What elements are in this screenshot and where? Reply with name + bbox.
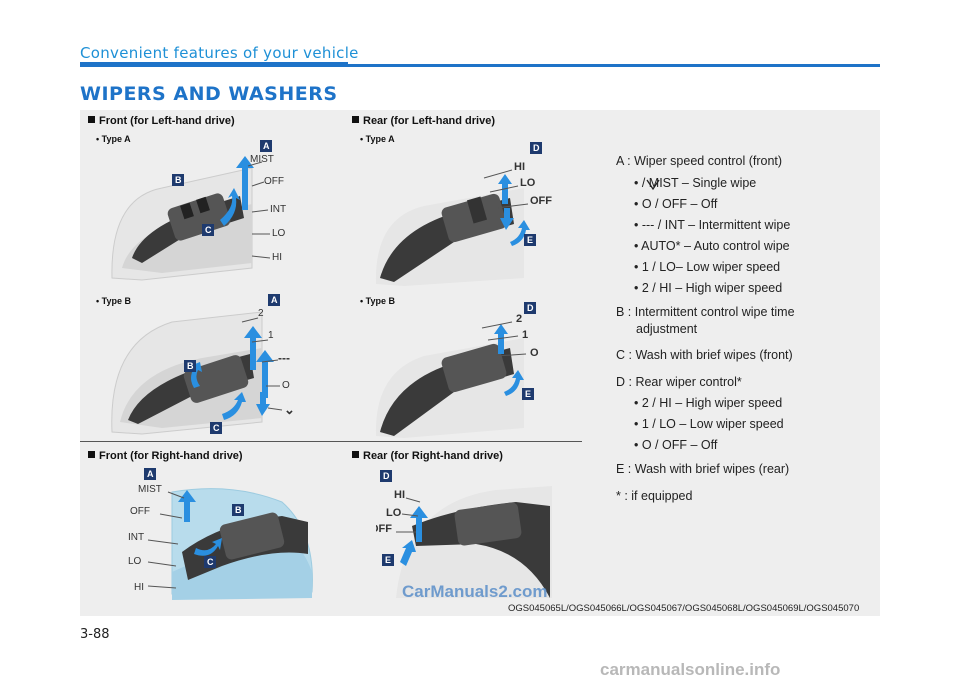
legend-b-title-cont: adjustment [636,322,698,336]
watermark-footer: carmanualsonline.info [600,660,781,679]
badge-d [380,470,392,482]
legend-a-item-int: • --- / INT – Intermittent wipe [634,218,791,232]
callout-int: INT [128,532,144,543]
callout-off: OFF [130,506,150,517]
callout-dashes: --- [278,351,290,365]
page-title: WIPERS AND WASHERS [80,83,338,105]
callout-hi: HI [134,582,144,593]
legend-a-item-mist: • / MIST – Single wipe [634,176,757,191]
badge-a [268,294,280,306]
legend-d-item-off: • O / OFF – Off [634,438,718,452]
figure-rear-rhd: HI LO OFF D E [376,462,576,602]
legend-d-item-lo: • 1 / LO – Low wiper speed [634,417,784,431]
callout-hi: HI [514,161,525,173]
callout-mist-symbol: ⌄ [284,402,295,417]
callout-2: 2 [516,313,522,325]
callout-hi: HI [394,489,405,501]
heading-front-lhd: Front (for Left-hand drive) [88,115,235,127]
bullet-square-icon [88,116,95,123]
bullet-square-icon [352,451,359,458]
legend-a-title: A : Wiper speed control (front) [616,154,783,168]
callout-2: 2 [258,308,264,319]
callout-hi: HI [272,252,282,263]
callout-lo: LO [520,177,536,189]
section-header: Convenient features of your vehicle [80,44,359,62]
heading-front-rhd: Front (for Right-hand drive) [88,450,243,462]
callout-mist: MIST [250,154,274,165]
figure-rear-lhd-type-b: 2 1 O D E [374,292,574,438]
badge-letter: B [175,175,182,185]
heading-rear-rhd: Rear (for Right-hand drive) [352,450,503,462]
badge-letter: C [207,557,214,567]
badge-letter: E [385,555,391,565]
legend-e-title: E : Wash with brief wipes (rear) [616,462,790,476]
badge-letter: D [527,303,534,313]
badge-e [522,388,534,400]
page-number: 3-88 [80,627,110,642]
badge-e [524,234,536,246]
callout-off: OFF [376,523,392,535]
section-rule-accent [80,62,348,67]
badge-c [204,556,216,568]
type-a-label-front: • Type A [96,134,131,144]
bullet-square-icon [88,451,95,458]
badge-c [202,224,214,236]
badge-letter: E [527,235,533,245]
callout-o: O [530,347,539,359]
legend-a-item-auto: • AUTO* – Auto control wipe [634,239,790,253]
callout-lo: LO [128,556,142,567]
badge-letter: D [533,143,540,153]
type-a-label-rear: • Type A [360,134,395,144]
badge-b [172,174,184,186]
callout-off: OFF [530,195,552,207]
callout-lo: LO [272,228,286,239]
legend-a-item-hi: • 2 / HI – High wiper speed [634,281,783,295]
callout-int: INT [270,204,286,215]
figure-front-rhd: MIST OFF INT LO HI A B C [112,462,322,602]
type-b-label-rear: • Type B [360,296,395,306]
badge-letter: A [263,141,270,151]
callout-lo: LO [386,507,402,519]
legend-a-item-off: • O / OFF – Off [634,197,718,211]
figure-front-lhd-type-a: MIST OFF INT LO HI A B C [102,138,322,288]
callout-1: 1 [268,330,274,341]
legend-footnote: * : if equipped [616,489,693,503]
figure-divider [80,441,582,442]
legend-b-title: B : Intermittent control wipe time [616,305,795,319]
type-b-label-front: • Type B [96,296,131,306]
legend-d-item-hi: • 2 / HI – High wiper speed [634,396,783,410]
badge-b [232,504,244,516]
badge-d [524,302,536,314]
callout-1: 1 [522,329,528,341]
badge-letter: B [187,361,194,371]
watermark-overlay: CarManuals2.com [402,582,548,601]
image-code: OGS045065L/OGS045066L/OGS045067/OGS04506… [508,603,860,614]
figure-rear-lhd-type-a: HI LO OFF D E [374,138,574,288]
badge-a [260,140,272,152]
mist-v-icon [646,179,660,191]
heading-rear-lhd: Rear (for Left-hand drive) [352,115,495,127]
badge-letter: A [147,469,154,479]
badge-letter: A [271,295,278,305]
badge-letter: D [383,471,390,481]
section-rule [80,62,880,67]
callout-o: O [282,380,290,391]
badge-e [382,554,394,566]
figure-front-lhd-type-b: 2 1 --- O ⌄ A B C [102,292,322,438]
badge-d [530,142,542,154]
badge-b [184,360,196,372]
legend-a-item-lo: • 1 / LO– Low wiper speed [634,260,781,274]
bullet-square-icon [352,116,359,123]
legend-d-title: D : Rear wiper control* [616,375,742,389]
badge-c [210,422,222,434]
legend-c-title: C : Wash with brief wipes (front) [616,348,793,362]
callout-mist: MIST [138,484,162,495]
badge-letter: C [205,225,212,235]
callout-off: OFF [264,176,284,187]
badge-letter: C [213,423,220,433]
badge-letter: B [235,505,242,515]
badge-a [144,468,156,480]
badge-letter: E [525,389,531,399]
